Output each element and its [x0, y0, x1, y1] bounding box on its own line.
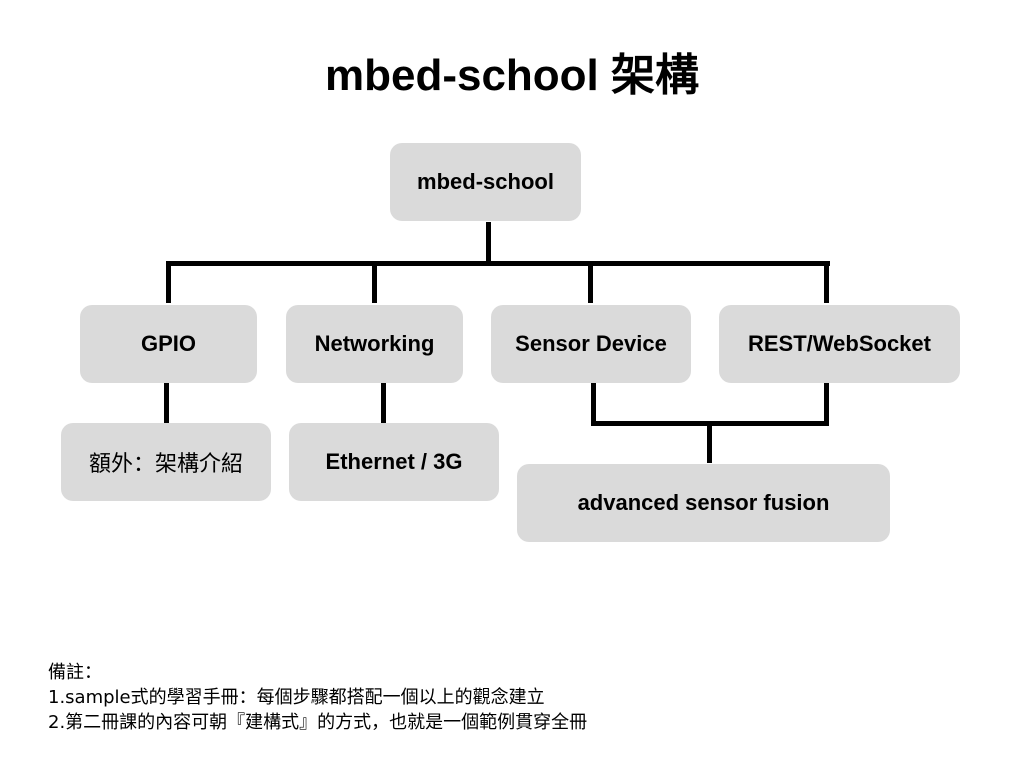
node-mbed-school: mbed-school [390, 143, 581, 221]
connector-to-rest-websocket [824, 261, 829, 303]
node-ethernet-3g: Ethernet / 3G [289, 423, 499, 501]
connector-to-gpio [166, 261, 171, 303]
node-gpio: GPIO [80, 305, 257, 383]
notes-block: 備註： 1.sample式的學習手冊：每個步驟都搭配一個以上的觀念建立 2.第二… [48, 660, 587, 735]
connector-to-fusion [707, 421, 712, 463]
diagram-title: mbed-school 架構 [324, 51, 700, 100]
notes-line-2: 2.第二冊課的內容可朝『建構式』的方式，也就是一個範例貫穿全冊 [48, 712, 588, 733]
connector-horizontal-bus [166, 261, 830, 266]
connector-gpio-to-architecture-intro [164, 383, 169, 423]
connector-root-down [486, 222, 491, 264]
connector-sensor-device-down [591, 383, 596, 425]
connector-rest-websocket-down [824, 383, 829, 425]
notes-heading: 備註： [48, 662, 102, 683]
node-architecture-intro: 額外：架構介紹 [61, 423, 271, 501]
connector-networking-to-ethernet [381, 383, 386, 423]
connector-to-networking [372, 261, 377, 303]
node-advanced-sensor-fusion: advanced sensor fusion [517, 464, 890, 542]
connector-to-sensor-device [588, 261, 593, 303]
node-sensor-device: Sensor Device [491, 305, 691, 383]
notes-line-1: 1.sample式的學習手冊：每個步驟都搭配一個以上的觀念建立 [48, 687, 545, 708]
node-rest-websocket: REST/WebSocket [719, 305, 960, 383]
node-networking: Networking [286, 305, 463, 383]
